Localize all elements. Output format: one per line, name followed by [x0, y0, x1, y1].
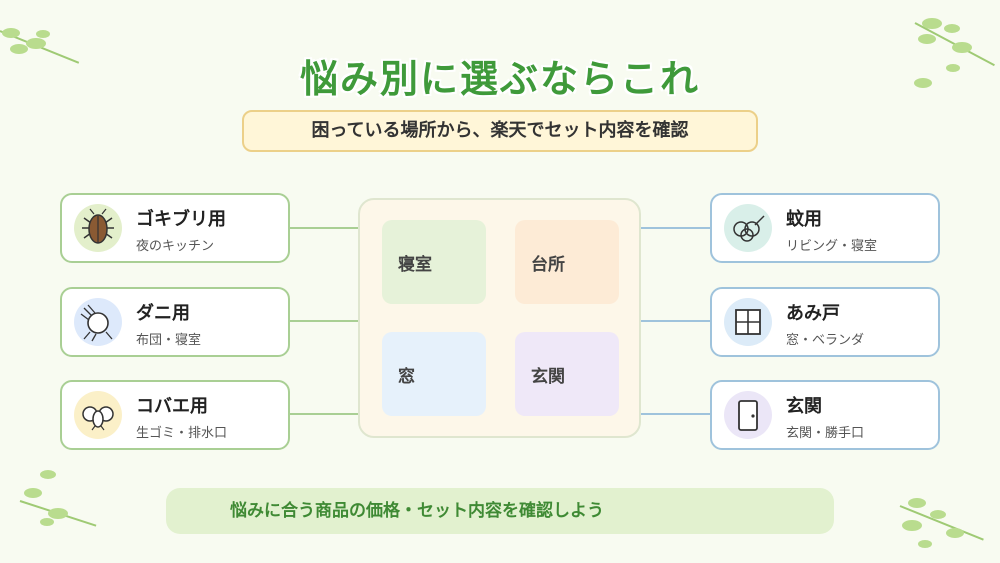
connector-line — [290, 320, 360, 322]
room-tile-window[interactable]: 窓 — [382, 332, 486, 416]
card-title: コバエ用 — [136, 396, 208, 417]
category-card-window-screen[interactable]: あみ戸 窓・ベランダ — [710, 287, 940, 357]
connector-line — [640, 413, 710, 415]
door-icon — [724, 391, 772, 439]
room-panel: 寝室 台所 窓 玄関 — [358, 198, 641, 438]
card-subtitle: 生ゴミ・排水口 — [136, 426, 228, 441]
card-subtitle: リビング・寝室 — [786, 239, 878, 254]
card-title: 蚊用 — [786, 209, 822, 230]
category-card-entrance[interactable]: 玄関 玄関・勝手口 — [710, 380, 940, 450]
cockroach-icon — [74, 204, 122, 252]
room-tile-kitchen[interactable]: 台所 — [515, 220, 619, 304]
footer-text: 悩みに合う商品の価格・セット内容を確認しよう — [230, 501, 604, 521]
card-subtitle: 玄関・勝手口 — [786, 426, 865, 441]
window-screen-icon — [724, 298, 772, 346]
room-tile-bedroom[interactable]: 寝室 — [382, 220, 486, 304]
card-title: 玄関 — [786, 396, 822, 417]
card-title: あみ戸 — [786, 303, 840, 324]
subtitle-banner: 困っている場所から、楽天でセット内容を確認 — [242, 110, 758, 152]
connector-line — [640, 227, 710, 229]
fruit-fly-icon — [74, 391, 122, 439]
card-title: ゴキブリ用 — [136, 209, 226, 230]
category-card-mosquito[interactable]: 蚊用 リビング・寝室 — [710, 193, 940, 263]
category-card-cockroach[interactable]: ゴキブリ用 夜のキッチン — [60, 193, 290, 263]
card-subtitle: 夜のキッチン — [136, 239, 215, 254]
category-card-mite[interactable]: ダニ用 布団・寝室 — [60, 287, 290, 357]
page-title: 悩み別に選ぶならこれ — [299, 57, 700, 101]
connector-line — [290, 227, 360, 229]
connector-line — [290, 413, 360, 415]
mosquito-coil-icon — [724, 204, 772, 252]
card-title: ダニ用 — [136, 303, 190, 324]
card-subtitle: 窓・ベランダ — [786, 333, 865, 348]
room-tile-entrance[interactable]: 玄関 — [515, 332, 619, 416]
category-card-fruit-fly[interactable]: コバエ用 生ゴミ・排水口 — [60, 380, 290, 450]
mite-icon — [74, 298, 122, 346]
connector-line — [640, 320, 710, 322]
card-subtitle: 布団・寝室 — [136, 333, 202, 348]
footer-banner: 悩みに合う商品の価格・セット内容を確認しよう — [166, 488, 834, 534]
